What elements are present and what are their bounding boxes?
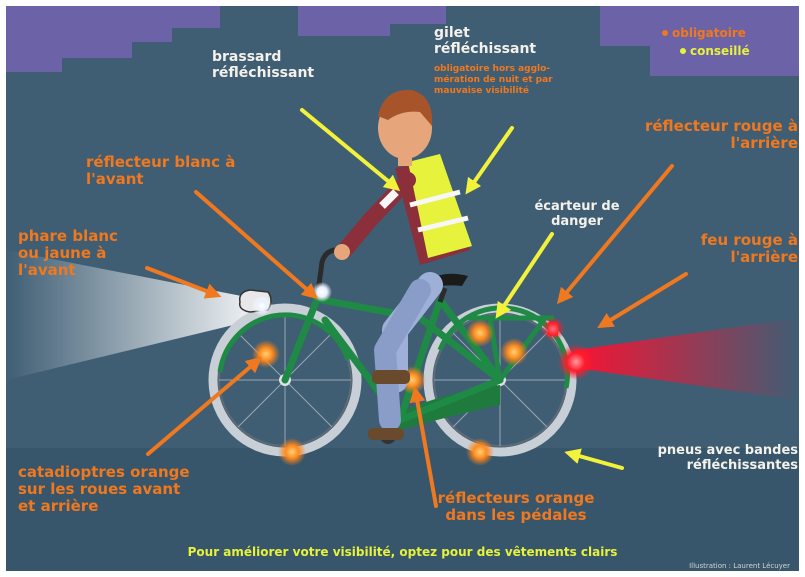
label-reflecteur-rouge: réflecteur rouge à l'arrière <box>644 117 798 152</box>
front-white-reflector <box>312 282 332 302</box>
label-pneus: pneus avec bandes réfléchissantes <box>657 443 798 473</box>
label-phare: phare blanc ou jaune à l'avant <box>18 227 118 279</box>
rear-light-beam <box>576 318 799 400</box>
legend-conseille-label: conseillé <box>690 44 750 58</box>
building-silhouettes <box>6 6 799 76</box>
label-gilet: gilet réfléchissant <box>434 25 537 57</box>
arrows-obligatoire <box>145 164 688 508</box>
rider <box>334 89 472 440</box>
label-feu-rouge: feu rouge à l'arrière <box>700 231 798 266</box>
arrows-conseille <box>300 108 624 470</box>
label-reflecteur-blanc: réflecteur blanc à l'avant <box>86 153 236 188</box>
armband <box>379 189 399 209</box>
yellow-dot-icon <box>680 48 686 54</box>
legend-obligatoire: obligatoire <box>662 26 746 40</box>
chain-guard <box>385 385 500 432</box>
ground <box>6 448 799 571</box>
label-catadioptres: catadioptres orange sur les roues avant … <box>18 463 190 515</box>
legend-obligatoire-label: obligatoire <box>672 26 746 40</box>
label-brassard: brassard réfléchissant <box>212 49 315 81</box>
label-ecarteur: écarteur de danger <box>534 199 620 229</box>
rear-light <box>558 344 594 380</box>
legend-conseille: conseillé <box>680 44 750 58</box>
orange-dot-icon <box>662 30 668 36</box>
bottom-advice: Pour améliorer votre visibilité, optez p… <box>187 545 618 559</box>
label-reflecteurs-pedales: réflecteurs orange dans les pédales <box>437 489 595 524</box>
illustration-credit: Illustration : Laurent Lécuyer <box>689 562 790 570</box>
headlight <box>238 289 272 316</box>
label-gilet-note: obligatoire hors agglo- mération de nuit… <box>434 64 553 96</box>
headlight-beam <box>6 250 262 380</box>
front-mudguard <box>217 312 351 373</box>
